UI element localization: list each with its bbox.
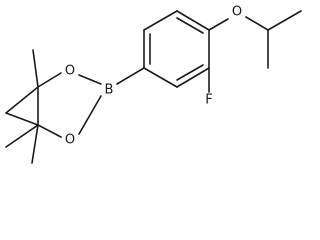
ring-double-bond-bottom-right [176, 64, 204, 81]
bond-methyl-upper-1 [32, 49, 39, 88]
ring-bond-c4-c5 [176, 67, 210, 88]
benzene-ring [143, 10, 210, 88]
bond-ch-to-methyl-top [267, 10, 302, 31]
ring-bond-c1-c2 [143, 10, 178, 31]
bond-ring-to-boron [116, 67, 145, 85]
oxygen-bottom-label: O [65, 133, 75, 148]
bond-methyl-upper-2 [5, 86, 39, 114]
bond-ring-to-ether-oxygen [208, 18, 229, 31]
oxygen-top-label: O [65, 64, 75, 79]
bond-oxygen-top-to-carbon [37, 72, 62, 88]
bond-oxygen-bottom-to-boron [78, 95, 102, 135]
bond-methyl-lower-3 [5, 124, 39, 148]
ring-double-bond-top-right [176, 17, 204, 34]
bond-carbon-to-oxygen-bottom [37, 124, 62, 138]
ring-bond-c2-c3 [176, 10, 210, 31]
bond-boron-to-oxygen-top [78, 74, 102, 85]
structure-canvas: B O O F O [5, 4, 302, 164]
ether-oxygen-label: O [232, 5, 242, 20]
chemical-structure-diagram: B O O F O [5, 5, 302, 164]
boron-label: B [105, 83, 114, 98]
bond-methyl-lower-2 [31, 124, 39, 164]
dioxaborolane-ring [37, 72, 102, 138]
ring-bond-c5-c6 [143, 67, 178, 88]
bond-methyl-lower-1 [5, 112, 39, 126]
bond-ether-oxygen-to-ch [245, 16, 269, 31]
fluorine-label: F [205, 93, 212, 108]
